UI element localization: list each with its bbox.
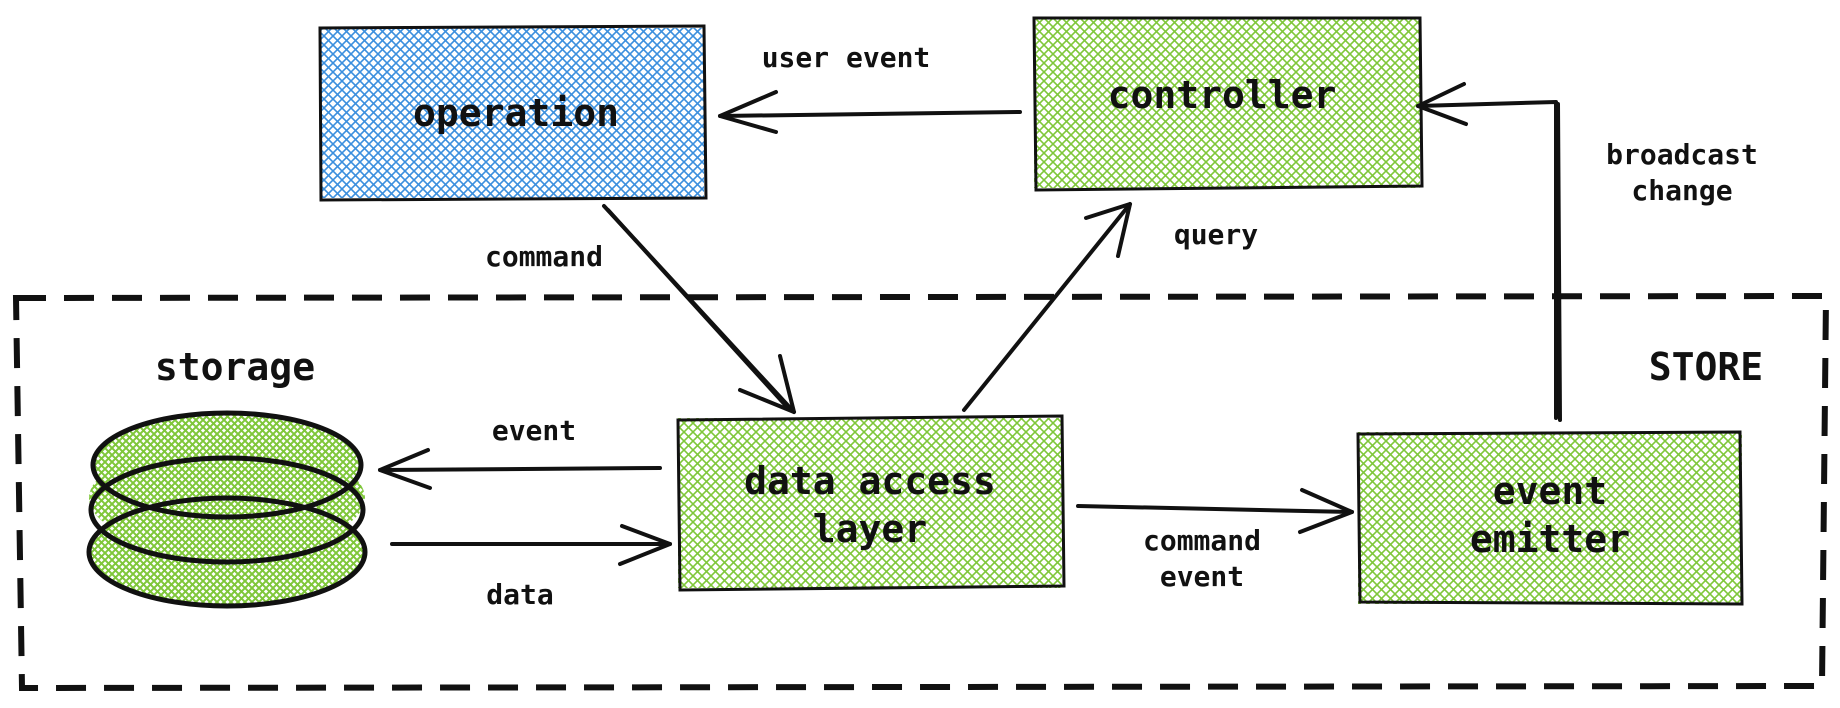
broadcast-label-line2: change xyxy=(1631,174,1732,207)
user-event-arrow: user event xyxy=(718,41,1022,134)
operation-label: operation xyxy=(413,91,619,135)
database-cylinder-icon xyxy=(86,410,368,609)
query-label: query xyxy=(1174,218,1258,251)
event-label: event xyxy=(492,414,576,447)
broadcast-change-arrow: broadcast change xyxy=(1416,82,1758,422)
event-emitter-label-line2: emitter xyxy=(1470,517,1630,561)
data-access-label-line1: data access xyxy=(744,459,996,503)
command-event-label-line2: event xyxy=(1160,560,1244,593)
data-arrow: data xyxy=(390,524,672,611)
data-label: data xyxy=(486,578,553,611)
command-arrow: command xyxy=(485,204,796,414)
user-event-label: user event xyxy=(762,41,931,74)
command-label: command xyxy=(485,240,603,273)
broadcast-label-line1: broadcast xyxy=(1606,138,1758,171)
store-label: STORE xyxy=(1649,345,1763,389)
operation-node: operation xyxy=(318,24,708,202)
store-region: STORE xyxy=(12,292,1830,692)
event-emitter-label-line1: event xyxy=(1493,469,1607,513)
storage-label: storage xyxy=(155,345,315,389)
controller-node: controller xyxy=(1032,16,1424,192)
event-arrow: event xyxy=(378,414,662,490)
event-emitter-node: event emitter xyxy=(1356,430,1744,606)
query-arrow: query xyxy=(962,202,1258,412)
data-access-label-line2: layer xyxy=(813,507,927,551)
command-event-label-line1: command xyxy=(1143,524,1261,557)
command-event-arrow: command event xyxy=(1076,488,1354,593)
controller-label: controller xyxy=(1108,73,1337,117)
data-access-layer-node: data access layer xyxy=(676,414,1066,592)
